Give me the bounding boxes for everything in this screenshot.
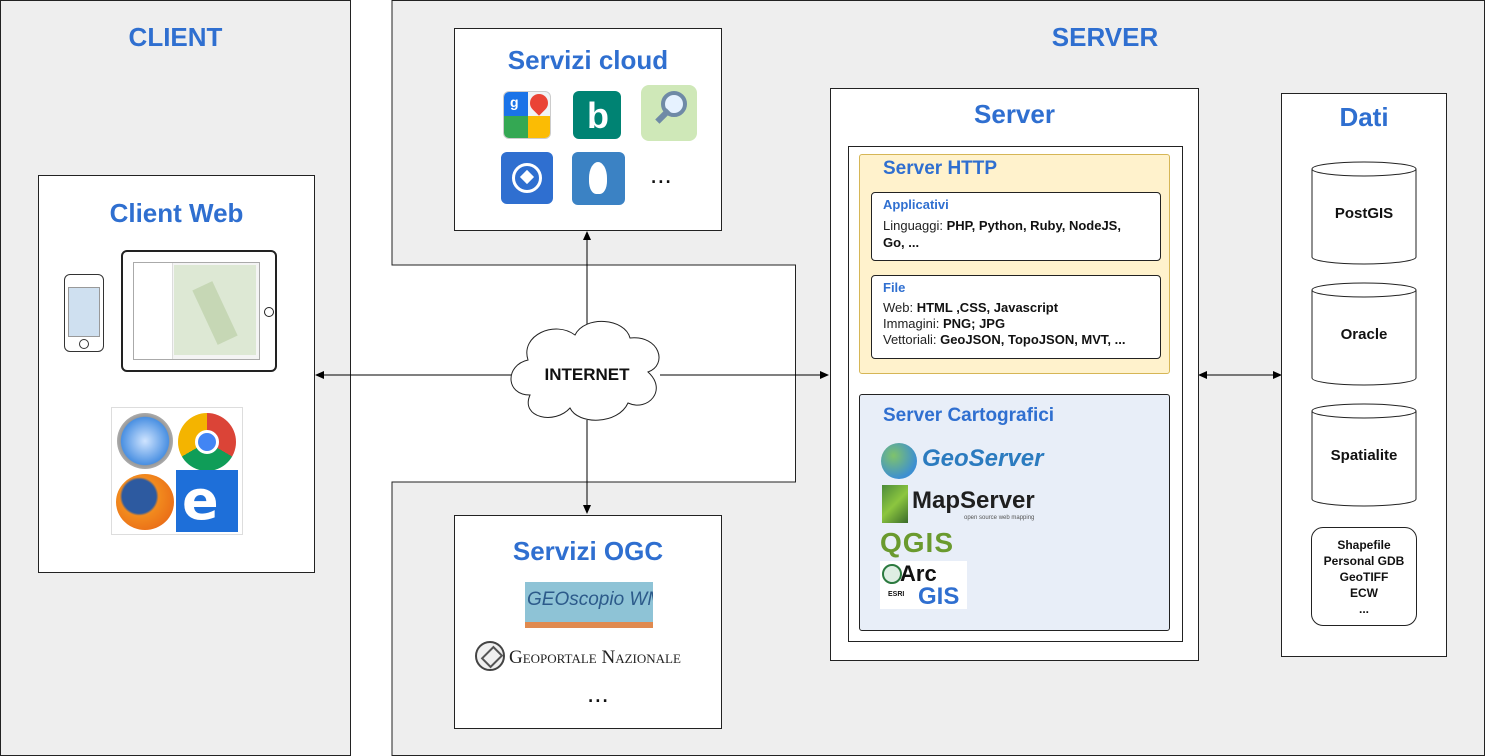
vector-value: GeoJSON, TopoJSON, MVT, ... bbox=[940, 332, 1126, 347]
ogc-more: ... bbox=[587, 678, 609, 708]
format-personal-gdb: Personal GDB bbox=[1323, 554, 1405, 568]
cloud-services-title: Servizi cloud bbox=[507, 45, 669, 75]
vector-label: Vettoriali: bbox=[883, 332, 941, 347]
format-shapefile: Shapefile bbox=[1337, 538, 1391, 552]
file-formats-box: Shapefile Personal GDB GeoTIFF ECW ... bbox=[1311, 527, 1417, 626]
format-ecw: ECW bbox=[1350, 586, 1378, 600]
data-box: Dati PostGIS Oracle Spatialite Shapefile… bbox=[1281, 93, 1447, 657]
server-inner-frame bbox=[848, 146, 1183, 642]
data-title: Dati bbox=[1339, 102, 1389, 132]
map-servers-title: Server Cartografici bbox=[883, 405, 1055, 426]
database-oracle: Oracle bbox=[1311, 282, 1417, 386]
database-cylinder-icon bbox=[1311, 161, 1417, 265]
client-web-box: Client Web e bbox=[38, 175, 315, 573]
web-label: Web: bbox=[883, 300, 917, 315]
file-box: File Web: HTML ,CSS, Javascript Immagini… bbox=[871, 275, 1161, 359]
geoscopio-logo: GEOscopio WMS bbox=[525, 582, 653, 628]
database-postgis: PostGIS bbox=[1311, 161, 1417, 265]
tablet-icon bbox=[121, 250, 277, 372]
openstreetmap-icon bbox=[641, 85, 697, 141]
firefox-icon bbox=[116, 474, 174, 530]
cloud-more: ... bbox=[650, 159, 672, 189]
images-label: Immagini: bbox=[883, 316, 943, 331]
languages-label: Linguaggi: bbox=[883, 218, 947, 233]
geoportale-emblem-icon bbox=[475, 641, 505, 671]
geoserver-logo: GeoServer bbox=[922, 445, 1044, 472]
format-more: ... bbox=[1358, 602, 1369, 616]
database-spatialite: Spatialite bbox=[1311, 403, 1417, 507]
applicativi-title: Applicativi bbox=[883, 197, 949, 212]
languages-value-2: Go, ... bbox=[883, 235, 920, 250]
cloud-services-box: Servizi cloud g b ... bbox=[454, 28, 722, 231]
arcgis-logo: Arc ESRI GIS bbox=[880, 561, 967, 610]
http-server-panel: Server HTTP Applicativi Linguaggi: PHP, … bbox=[859, 154, 1170, 374]
mapserver-tagline: open source web mapping bbox=[964, 515, 1035, 521]
google-maps-icon: g bbox=[503, 91, 551, 139]
languages-value: PHP, Python, Ruby, NodeJS, bbox=[946, 218, 1121, 233]
client-region-title: CLIENT bbox=[128, 22, 223, 52]
safari-icon bbox=[117, 413, 173, 469]
internet-label: INTERNET bbox=[544, 365, 630, 384]
database-cylinder-icon bbox=[1311, 282, 1417, 386]
mapserver-icon bbox=[882, 485, 908, 523]
ogc-services-title: Servizi OGC bbox=[512, 536, 664, 566]
mapbox-icon bbox=[572, 152, 625, 205]
client-web-title: Client Web bbox=[109, 198, 244, 228]
internet-explorer-icon: e bbox=[176, 470, 238, 532]
ogc-services-box: Servizi OGC GEOscopio WMS Geoportale Naz… bbox=[454, 515, 722, 729]
images-value: PNG; JPG bbox=[942, 316, 1006, 331]
map-servers-panel: Server Cartografici GeoServer MapServer … bbox=[859, 394, 1170, 631]
geoserver-globe-icon bbox=[881, 443, 917, 479]
internet-cloud-shape bbox=[510, 321, 660, 421]
qgis-logo: QGIS bbox=[880, 527, 955, 558]
http-server-title: Server HTTP bbox=[883, 158, 998, 179]
bing-maps-icon: b bbox=[573, 91, 621, 139]
arcgis-globe-icon bbox=[882, 564, 902, 584]
browser-icons: e bbox=[111, 407, 243, 535]
server-box: Server Server HTTP Applicativi Linguaggi… bbox=[830, 88, 1199, 661]
here-maps-icon bbox=[501, 152, 553, 204]
database-cylinder-icon bbox=[1311, 403, 1417, 507]
applicativi-box: Applicativi Linguaggi: PHP, Python, Ruby… bbox=[871, 192, 1161, 261]
file-title: File bbox=[883, 280, 906, 295]
server-title: Server bbox=[974, 99, 1055, 129]
format-geotiff: GeoTIFF bbox=[1339, 570, 1389, 584]
server-region-title: SERVER bbox=[1051, 22, 1159, 52]
web-value: HTML ,CSS, Javascript bbox=[916, 300, 1059, 315]
mapserver-logo: MapServer bbox=[912, 487, 1035, 514]
chrome-icon bbox=[178, 413, 236, 471]
smartphone-icon bbox=[64, 274, 104, 352]
geoportale-logo: Geoportale Nazionale bbox=[509, 647, 681, 668]
